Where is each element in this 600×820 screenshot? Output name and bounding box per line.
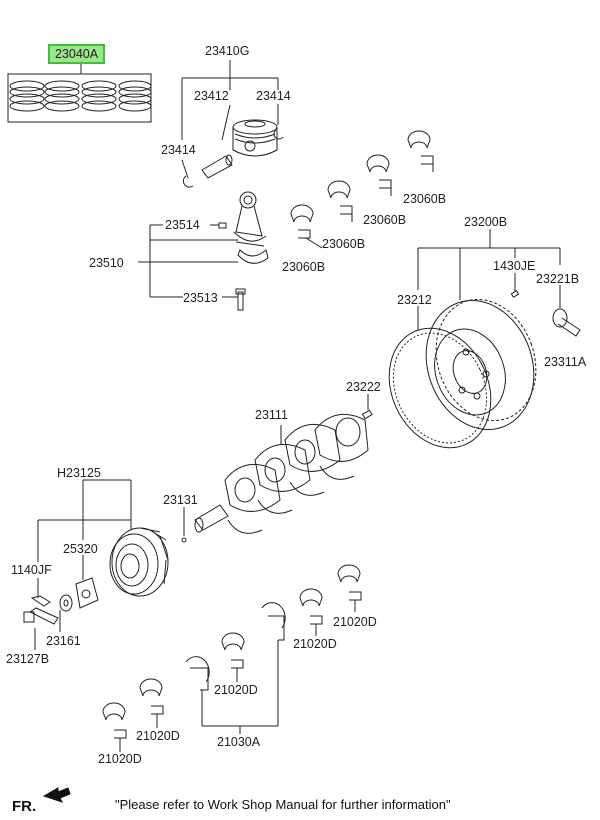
part-label-21020D[interactable]: 21020D <box>293 637 337 651</box>
part-label-23111[interactable]: 23111 <box>255 408 288 422</box>
part-label-23200B[interactable]: 23200B <box>464 215 508 229</box>
part-label-23514[interactable]: 23514 <box>165 218 200 232</box>
part-label-23221B[interactable]: 23221B <box>536 272 580 286</box>
part-label-21020D[interactable]: 21020D <box>214 683 258 697</box>
part-label-21030A[interactable]: 21030A <box>217 735 261 749</box>
part-label-23212[interactable]: 23212 <box>397 293 432 307</box>
part-label-23060B[interactable]: 23060B <box>363 213 407 227</box>
front-direction-label: FR. <box>12 798 37 815</box>
piston-leaders <box>182 60 278 178</box>
part-label-21020D[interactable]: 21020D <box>98 752 142 766</box>
part-label-23311A[interactable]: 23311A <box>544 355 587 369</box>
part-label-1140JF[interactable]: 1140JF <box>11 563 52 577</box>
part-label-25320[interactable]: 25320 <box>63 542 98 556</box>
part-label-21020D[interactable]: 21020D <box>136 729 180 743</box>
part-label-23414[interactable]: 23414 <box>256 89 291 103</box>
arrow-icon <box>44 788 70 802</box>
crankshaft-icon <box>195 414 368 533</box>
part-label-23410G[interactable]: 23410G <box>205 44 250 58</box>
part-label-23131[interactable]: 23131 <box>163 493 198 507</box>
dowel-pin-icon <box>363 410 372 418</box>
footer-note: "Please refer to Work Shop Manual for fu… <box>115 797 451 812</box>
piston-pin-icon <box>202 155 232 178</box>
con-rod-leaders <box>138 225 238 297</box>
part-label-1430JE[interactable]: 1430JE <box>493 259 536 273</box>
part-label-23060B[interactable]: 23060B <box>322 237 366 251</box>
con-rod-bearing-icon <box>291 131 433 248</box>
piston-ring-set-icon <box>8 60 151 122</box>
part-label-23513[interactable]: 23513 <box>183 291 218 305</box>
pulley-bolt-icon <box>24 596 58 624</box>
key-icon <box>182 507 186 542</box>
part-label-23040A[interactable]: 23040A <box>48 44 106 64</box>
part-label-23222[interactable]: 23222 <box>346 380 381 394</box>
part-label-23414[interactable]: 23414 <box>161 143 196 157</box>
part-label-23161[interactable]: 23161 <box>46 634 81 648</box>
flywheel-bolt-icon <box>511 291 580 336</box>
washer-icon <box>60 595 72 611</box>
part-label-23510[interactable]: 23510 <box>89 256 124 270</box>
piston-icon <box>233 120 277 156</box>
part-label-23412[interactable]: 23412 <box>194 89 229 103</box>
hub-icon <box>76 578 98 608</box>
main-bearing-icon <box>103 565 361 752</box>
damper-pulley-icon <box>110 528 168 596</box>
part-label-21020D[interactable]: 21020D <box>333 615 377 629</box>
part-label-23060B[interactable]: 23060B <box>403 192 447 206</box>
snap-ring-icon <box>274 130 283 139</box>
pulley-leaders <box>35 480 131 650</box>
part-label-H23125[interactable]: H23125 <box>57 466 101 480</box>
snap-ring-icon <box>183 176 193 187</box>
flywheel-icon <box>409 285 553 445</box>
thrust-bearing-icon <box>186 603 285 734</box>
part-label-23127B[interactable]: 23127B <box>6 652 50 666</box>
ring-gear-icon <box>370 312 509 465</box>
part-label-23060B[interactable]: 23060B <box>282 260 326 274</box>
connecting-rod-icon <box>234 192 268 263</box>
flywheel-leaders <box>368 229 560 410</box>
